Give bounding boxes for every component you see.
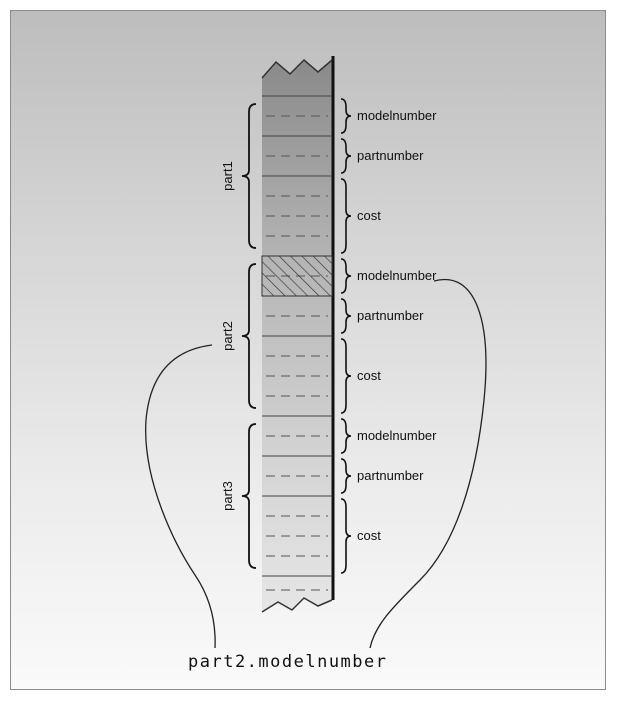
field-brace bbox=[340, 258, 352, 294]
group-brace bbox=[241, 263, 257, 409]
field-label: partnumber bbox=[357, 468, 424, 483]
connector-curve-group bbox=[145, 344, 216, 649]
field-label: cost bbox=[357, 208, 381, 223]
connector-curve-field bbox=[369, 278, 487, 649]
field-label: cost bbox=[357, 368, 381, 383]
field-label: modelnumber bbox=[357, 268, 437, 283]
field-brace bbox=[340, 498, 352, 574]
field-label: modelnumber bbox=[357, 428, 437, 443]
field-label: partnumber bbox=[357, 148, 424, 163]
field-brace bbox=[340, 178, 352, 254]
field-brace bbox=[340, 418, 352, 454]
field-label: cost bbox=[357, 528, 381, 543]
highlight-layer bbox=[261, 255, 333, 297]
group-brace bbox=[241, 423, 257, 569]
field-label: partnumber bbox=[357, 308, 424, 323]
group-braces: part1 part2 part3 bbox=[220, 103, 257, 569]
field-brace bbox=[340, 298, 352, 334]
field-brace bbox=[340, 138, 352, 174]
field-label: modelnumber bbox=[357, 108, 437, 123]
field-brace bbox=[340, 98, 352, 134]
field-braces: modelnumber partnumber cost modelnumber part… bbox=[340, 98, 437, 574]
column-bottom-break bbox=[261, 597, 333, 613]
highlighted-field bbox=[261, 255, 333, 297]
field-brace bbox=[340, 338, 352, 414]
expression-text: part2.modelnumber bbox=[188, 652, 388, 672]
group-label: part1 bbox=[220, 161, 235, 191]
column-top-break bbox=[261, 58, 333, 79]
group-brace bbox=[241, 103, 257, 249]
field-brace bbox=[340, 458, 352, 494]
group-label: part3 bbox=[220, 481, 235, 511]
group-label: part2 bbox=[220, 321, 235, 351]
